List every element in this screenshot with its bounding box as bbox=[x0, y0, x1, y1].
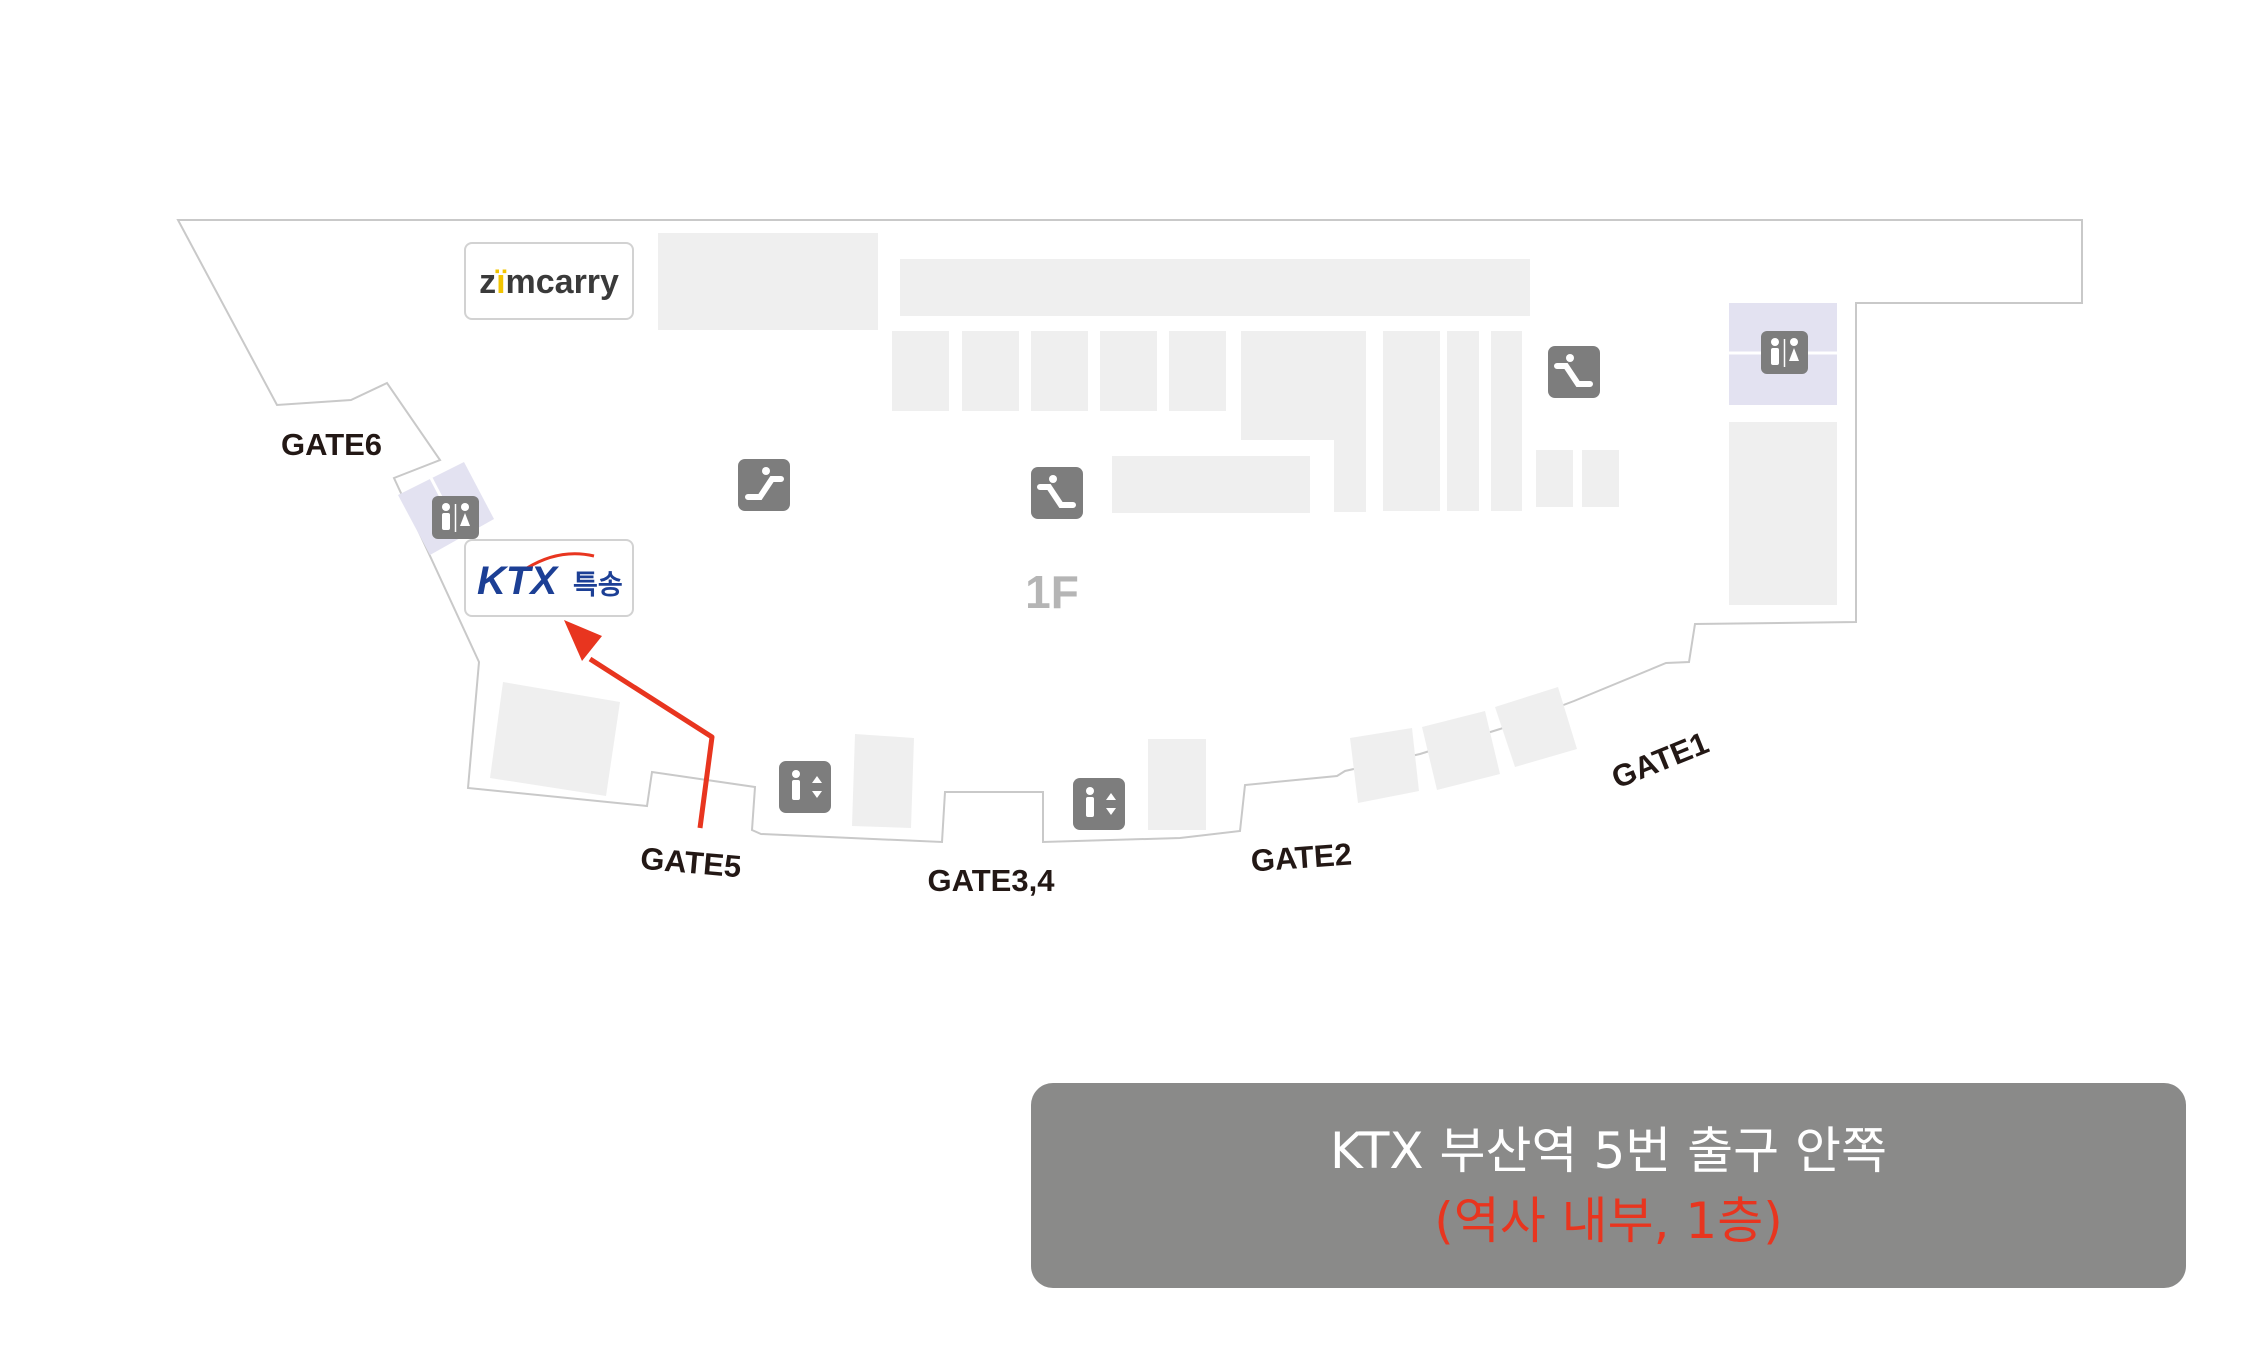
restroom-icon bbox=[1761, 331, 1808, 374]
map-block bbox=[1447, 331, 1479, 511]
map-blocks bbox=[490, 233, 1837, 830]
svg-text:zïmcarry: zïmcarry bbox=[479, 263, 619, 301]
map-block bbox=[852, 734, 914, 828]
map-block bbox=[892, 331, 949, 411]
restroom-icon bbox=[432, 496, 479, 539]
map-block bbox=[1491, 331, 1522, 511]
svg-text:KTX: KTX bbox=[477, 559, 559, 603]
map-block bbox=[1350, 728, 1419, 803]
map-block bbox=[962, 331, 1019, 411]
map-block bbox=[900, 259, 1530, 316]
gate6-label: GATE6 bbox=[281, 427, 382, 462]
escalator-icon bbox=[1031, 467, 1083, 519]
map-block bbox=[1148, 739, 1206, 830]
map-block bbox=[1031, 331, 1088, 411]
map-block bbox=[1729, 422, 1837, 605]
gate3-4-label: GATE3,4 bbox=[928, 863, 1056, 898]
gate2-label: GATE2 bbox=[1250, 837, 1353, 879]
map-block bbox=[1169, 331, 1226, 411]
map-block bbox=[1495, 687, 1577, 767]
svg-text:특송: 특송 bbox=[573, 570, 623, 601]
floor-label: 1F bbox=[1025, 566, 1079, 618]
map-block bbox=[1422, 711, 1500, 790]
map-block bbox=[1536, 450, 1573, 507]
map-block bbox=[1582, 450, 1619, 507]
location-subtitle: (역사 내부, 1층) bbox=[1434, 1191, 1783, 1250]
map-block bbox=[1241, 331, 1366, 512]
map-block bbox=[1100, 331, 1157, 411]
map-block bbox=[490, 682, 620, 796]
escalator-icon bbox=[1548, 346, 1600, 398]
zimcarry-logo: zïmcarry bbox=[464, 242, 634, 320]
escalator-icon bbox=[738, 459, 790, 511]
elevator-icon bbox=[1073, 778, 1125, 830]
map-block bbox=[658, 233, 878, 330]
elevator-icon bbox=[779, 761, 831, 813]
gate5-label: GATE5 bbox=[639, 841, 743, 885]
map-block bbox=[1112, 456, 1310, 513]
route-arrow bbox=[564, 620, 715, 829]
gate1-label: GATE1 bbox=[1607, 725, 1714, 795]
location-info-box: KTX 부산역 5번 출구 안쪽 (역사 내부, 1층) bbox=[1031, 1083, 2186, 1288]
ktx-express-logo: KTX 특송 bbox=[464, 539, 634, 617]
location-title: KTX 부산역 5번 출구 안쪽 bbox=[1329, 1121, 1888, 1180]
map-block bbox=[1383, 331, 1440, 511]
